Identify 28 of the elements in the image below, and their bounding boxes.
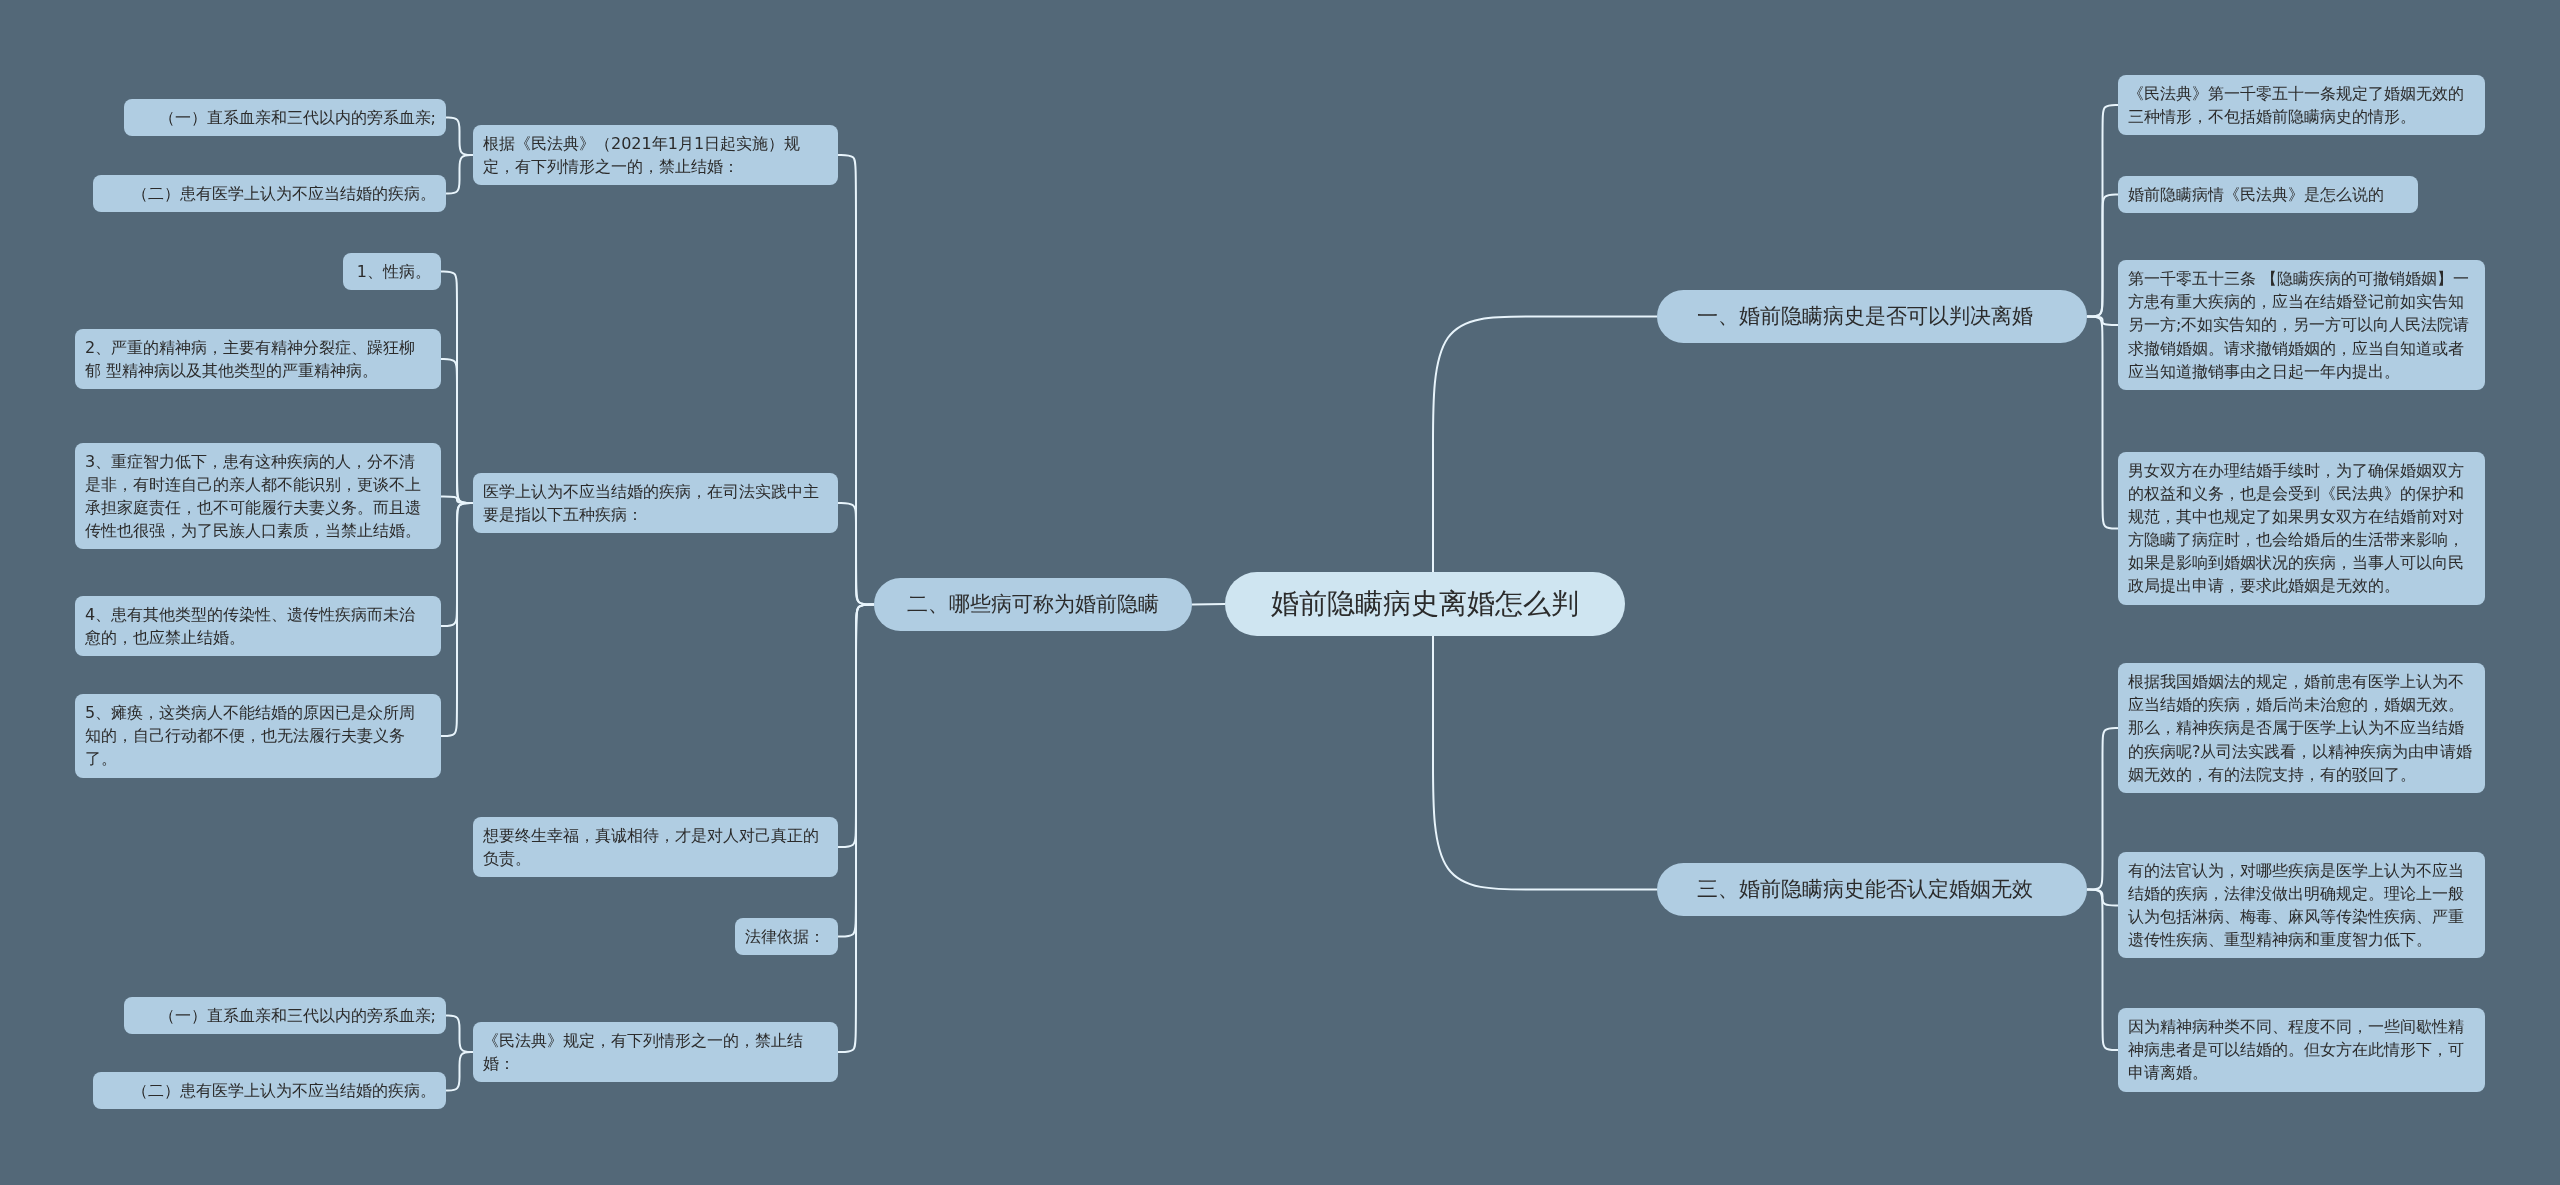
subtopic-card: 婚前隐瞒病情《民法典》是怎么说的	[2118, 175, 2418, 213]
subtopic-card: （一）直系血亲和三代以内的旁系血亲;	[124, 996, 446, 1034]
subtopic-card: （一）直系血亲和三代以内的旁系血亲;	[124, 98, 446, 136]
subtopic-card: （二）患有医学上认为不应当结婚的疾病。	[93, 1071, 446, 1109]
subtopic-card: 《民法典》规定，有下列情形之一的，禁止结婚：	[473, 1022, 838, 1083]
subtopic-card: 男女双方在办理结婚手续时，为了确保婚姻双方的权益和义务，也是会受到《民法典》的保护和规范，其中也规定了如果男女双方在结婚前对对方隐瞒了病症时，也会给婚后的生活带来影响，如果是影响到婚姻状况的疾病，当事人可以向民政局提出申请，要求此婚姻是无效的。	[2118, 451, 2485, 605]
subtopic-card: 4、患有其他类型的传染性、遗传性疾病而未治愈的，也应禁止结婚。	[75, 596, 441, 657]
branch-topic: 一、婚前隐瞒病史是否可以判决离婚	[1657, 289, 2087, 343]
branch-topic: 三、婚前隐瞒病史能否认定婚姻无效	[1657, 862, 2087, 916]
subtopic-card: 根据我国婚姻法的规定，婚前患有医学上认为不应当结婚的疾病，婚后尚未治愈的，婚姻无效。那么，精神疾病是否属于医学上认为不应当结婚的疾病呢?从司法实践看，以精神疾病为由申请婚姻无效的，有的法院支持，有的驳回了。	[2118, 663, 2485, 793]
subtopic-card: 第一千零五十三条 【隐瞒疾病的可撤销婚姻】一方患有重大疾病的，应当在结婚登记前如实告知另一方;不如实告知的，另一方可以向人民法院请求撤销婚姻。请求撤销婚姻的，应当自知道或者应当知道撤销事由之日起一年内提出。	[2118, 260, 2485, 390]
subtopic-card: 有的法官认为，对哪些疾病是医学上认为不应当结婚的疾病，法律没做出明确规定。理论上一般认为包括淋病、梅毒、麻风等传染性疾病、严重遗传性疾病、重型精神病和重度智力低下。	[2118, 851, 2485, 959]
subtopic-card: 根据《民法典》（2021年1月1日起实施）规定，有下列情形之一的，禁止结婚：	[473, 125, 838, 186]
subtopic-card: 因为精神病种类不同、程度不同，一些间歇性精神病患者是可以结婚的。但女方在此情形下，可申请离婚。	[2118, 1008, 2485, 1092]
branch-topic: 二、哪些病可称为婚前隐瞒	[874, 577, 1192, 631]
subtopic-card: （二）患有医学上认为不应当结婚的疾病。	[93, 174, 446, 212]
connector-line	[1432, 315, 1658, 573]
subtopic-card: 想要终生幸福，真诚相待，才是对人对己真正的负责。	[473, 817, 838, 878]
subtopic-card: 法律依据：	[735, 917, 838, 955]
subtopic-card: 2、严重的精神病，主要有精神分裂症、躁狂柳郁 型精神病以及其他类型的严重精神病。	[75, 329, 441, 390]
subtopic-card: 医学上认为不应当结婚的疾病，在司法实践中主要是指以下五种疾病：	[473, 473, 838, 534]
central-topic: 婚前隐瞒病史离婚怎么判	[1225, 572, 1625, 637]
subtopic-card: 5、瘫痪，这类病人不能结婚的原因已是众所周知的，自己行动都不便，也无法履行夫妻义务了。	[75, 694, 441, 778]
subtopic-card: 《民法典》第一千零五十一条规定了婚姻无效的三种情形，不包括婚前隐瞒病史的情形。	[2118, 75, 2485, 136]
connector-line	[1191, 603, 1226, 606]
connector-line	[1432, 635, 1658, 891]
subtopic-card: 1、性病。	[343, 252, 441, 290]
subtopic-card: 3、重症智力低下，患有这种疾病的人，分不清是非，有时连自己的亲人都不能识别，更谈不上承担家庭责任，也不可能履行夫妻义务。而且遗传性也很强，为了民族人口素质，当禁止结婚。	[75, 442, 441, 550]
